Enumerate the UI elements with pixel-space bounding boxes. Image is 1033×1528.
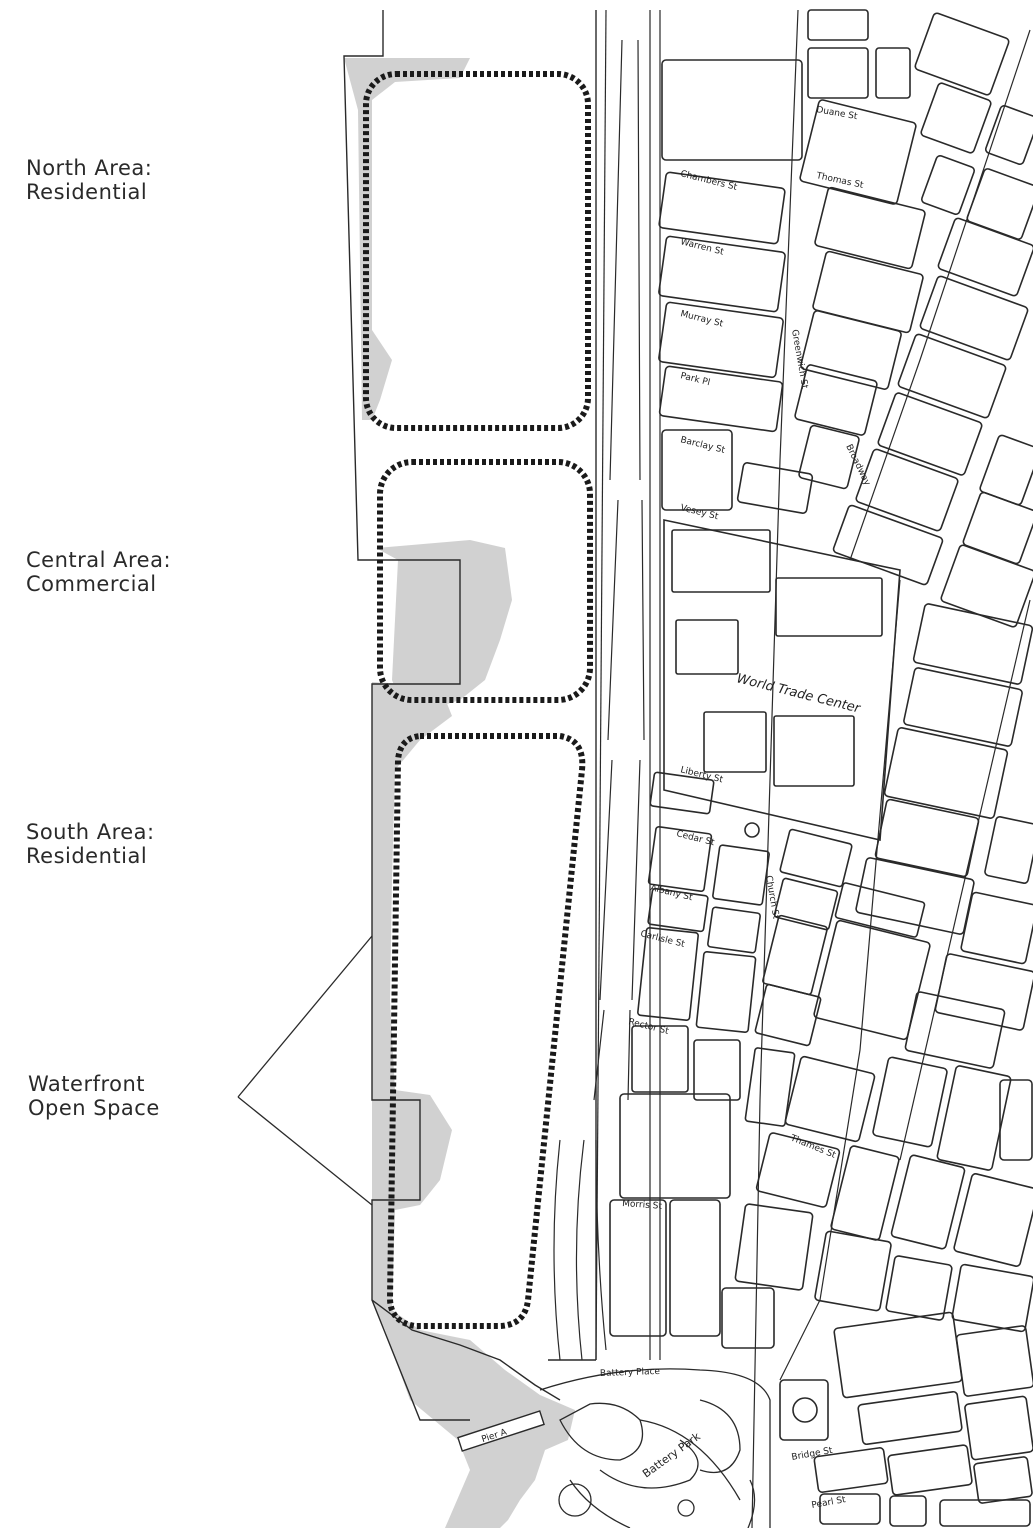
street-label-barclay: Barclay St: [679, 435, 726, 456]
city-blocks: [609, 9, 1033, 1527]
battery-park-label: Battery Park: [640, 1430, 703, 1481]
street-label-rector: Rector St: [627, 1017, 670, 1037]
south-area-boundary: [386, 733, 586, 1329]
street-label-thomas: Thomas St: [814, 171, 864, 191]
street-label-carlisle: Carlisle St: [639, 929, 686, 950]
central-area-label: Central Area: Commercial: [26, 548, 171, 596]
waterfront-open-space: [344, 58, 575, 1528]
development-boundaries: [363, 71, 593, 1329]
street-label-vesey: Vesey St: [679, 503, 719, 522]
street-label-morris: Morris St: [622, 1199, 663, 1212]
avenues: [751, 9, 1031, 1528]
waterfront-label-line2: Open Space: [28, 1096, 160, 1120]
street-label-battery-place: Battery Place: [600, 1367, 661, 1379]
battery-park: [539, 1368, 771, 1528]
street-label-liberty: Liberty St: [679, 765, 724, 785]
north-area-label: North Area: Residential: [26, 156, 152, 204]
street-label-chambers: Chambers St: [679, 169, 738, 193]
street-label-pearl: Pearl St: [811, 1495, 847, 1511]
central-area-boundary: [377, 459, 593, 703]
world-trade-center-label: World Trade Center: [735, 671, 863, 717]
street-label-bridge: Bridge St: [791, 1446, 834, 1463]
waterfront-label-line1: Waterfront: [28, 1072, 146, 1096]
south-area-label: South Area: Residential: [26, 820, 155, 868]
south-area-label-line1: South Area:: [26, 820, 155, 844]
north-area-boundary: [363, 71, 591, 431]
south-area-label-line2: Residential: [26, 844, 148, 868]
central-area-label-line2: Commercial: [26, 572, 157, 596]
central-area-label-line1: Central Area:: [26, 548, 172, 572]
street-label-greenwich: Greenwich St: [789, 329, 809, 390]
waterfront-label: Waterfront Open Space: [28, 1072, 160, 1120]
waterfront-leader-lines: [237, 935, 373, 1206]
street-label-albany: Albany St: [649, 883, 694, 903]
street-label-park: Park Pl: [679, 371, 711, 388]
street-labels: Duane St Thomas St Chambers St Warren St…: [600, 105, 872, 1511]
highway-corridor: [553, 9, 661, 1361]
north-area-label-line1: North Area:: [26, 156, 153, 180]
north-area-label-line2: Residential: [26, 180, 148, 204]
street-label-murray: Murray St: [679, 309, 724, 329]
